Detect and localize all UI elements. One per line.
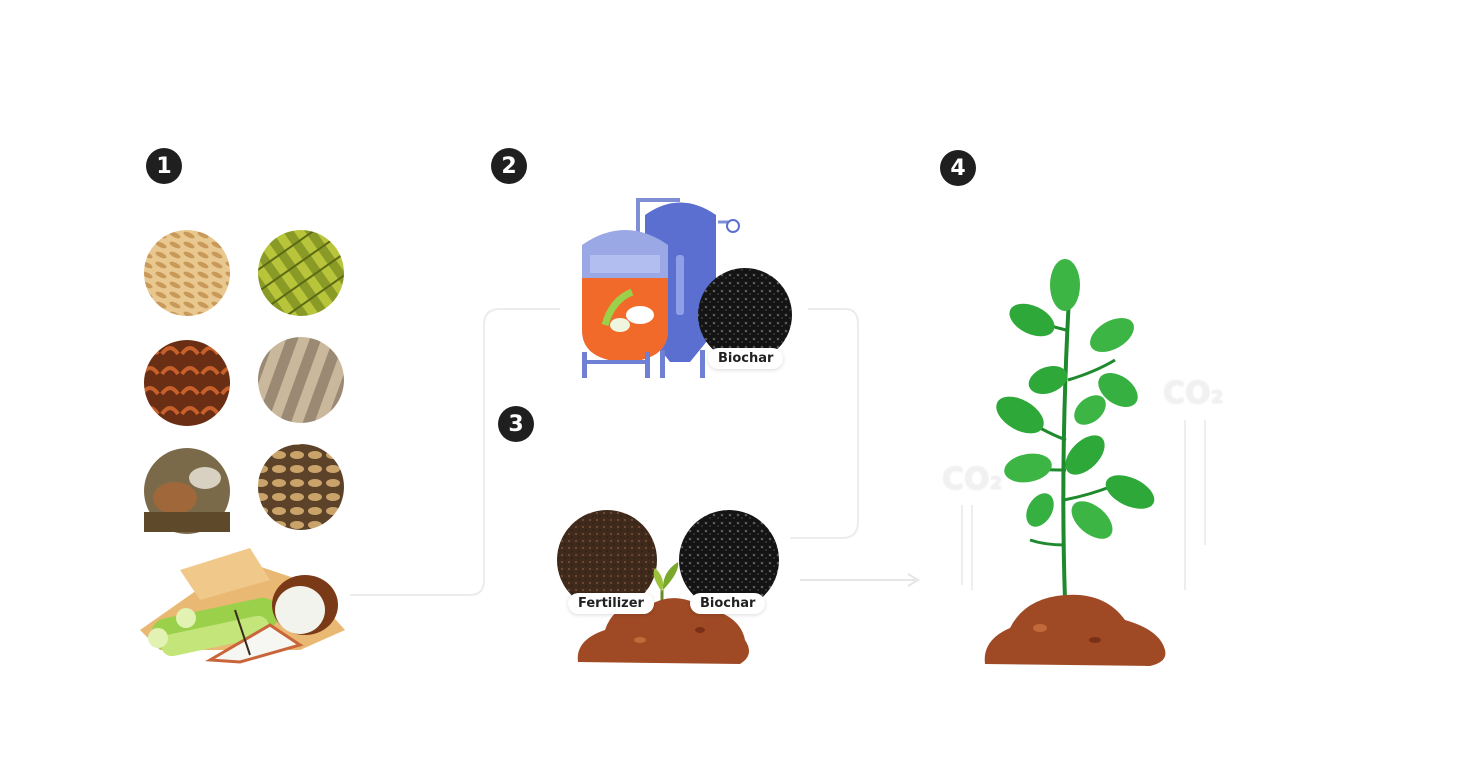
reactor-biochar-icon xyxy=(698,268,792,362)
soil-mound-icon xyxy=(577,598,749,664)
rice-husk-icon xyxy=(144,230,230,316)
plant-soil-mound-icon xyxy=(984,594,1166,666)
co2-down-arrow-right xyxy=(1184,420,1206,590)
co2-down-arrow-left xyxy=(961,505,973,590)
step-badge-3: 3 xyxy=(498,406,534,442)
peanut-shell-icon xyxy=(258,444,344,530)
plant-icon xyxy=(996,259,1155,601)
connector-feedstock-to-reactor xyxy=(350,308,560,596)
reactor-biochar-label: Biochar xyxy=(708,348,784,369)
wood-log-icon xyxy=(258,337,344,423)
co2-label-right: CO₂ xyxy=(1163,376,1224,411)
biomass-bundle-icon xyxy=(140,548,345,664)
reactor-pipe xyxy=(636,198,680,240)
connector-reactor-to-mix xyxy=(790,308,859,539)
co2-label-left: CO₂ xyxy=(942,462,1003,497)
fertilizer-icon xyxy=(557,510,657,610)
mix-biochar-label: Biochar xyxy=(690,593,766,614)
step-badge-2: 2 xyxy=(491,148,527,184)
cattle-manure-icon xyxy=(144,448,230,534)
pressure-gauge-icon xyxy=(726,219,740,233)
bamboo-icon xyxy=(258,230,344,316)
mix-biochar-icon xyxy=(679,510,779,610)
arrow-head-icon xyxy=(907,573,920,587)
step-badge-1: 1 xyxy=(146,148,182,184)
step-badge-4: 4 xyxy=(940,150,976,186)
mix-fertilizer-label: Fertilizer xyxy=(568,593,654,614)
coconut-shell-icon xyxy=(144,340,230,426)
